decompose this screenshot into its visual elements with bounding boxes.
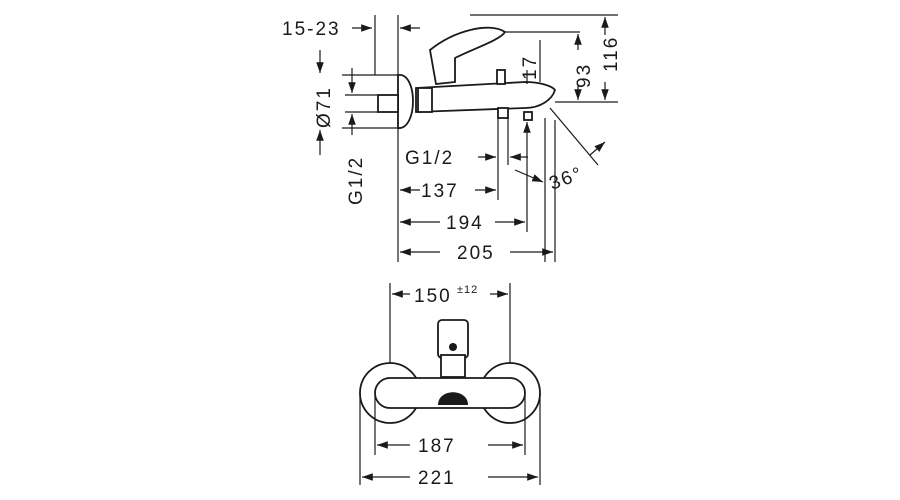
dim-15-23: 15-23 [282,19,341,40]
lever-indicator-dot [449,343,457,351]
dim-17: 17 [520,55,541,80]
arrow-36-left [514,169,544,183]
wall-rosette [397,74,414,129]
lever-base-front [440,354,466,378]
dim-194: 194 [446,213,484,234]
dim-150: 150 [414,286,452,307]
dim-g12-horizontal: G1/2 [405,148,454,169]
dim-116: 116 [601,36,622,72]
ext-spout-angle [549,107,599,166]
spout-outlet-left [497,107,509,119]
dim-93: 93 [574,63,595,88]
dim-137: 137 [421,181,459,202]
arrow-36-right [589,141,606,156]
body-ring [417,87,433,113]
diverter-knob [496,69,506,85]
dim-187: 187 [418,436,456,457]
dim-221: 221 [418,468,456,489]
mixer-body [415,81,556,113]
dim-g12-vertical: G1/2 [346,156,367,205]
dim-36-deg: 36° [547,163,587,195]
dim-diameter-71: Ø71 [314,86,335,128]
side-view: 15-23 Ø71 G1/2 17 93 116 G1/2 [282,14,622,264]
lever-front [437,319,469,359]
wall-connector [377,94,399,113]
front-view: 150 ±12 187 221 [359,283,541,489]
spout-front [438,392,468,405]
dim-205: 205 [457,243,495,264]
lever-handle [429,26,507,85]
spout-outlet [523,111,533,121]
dim-150-tolerance: ±12 [457,284,478,296]
